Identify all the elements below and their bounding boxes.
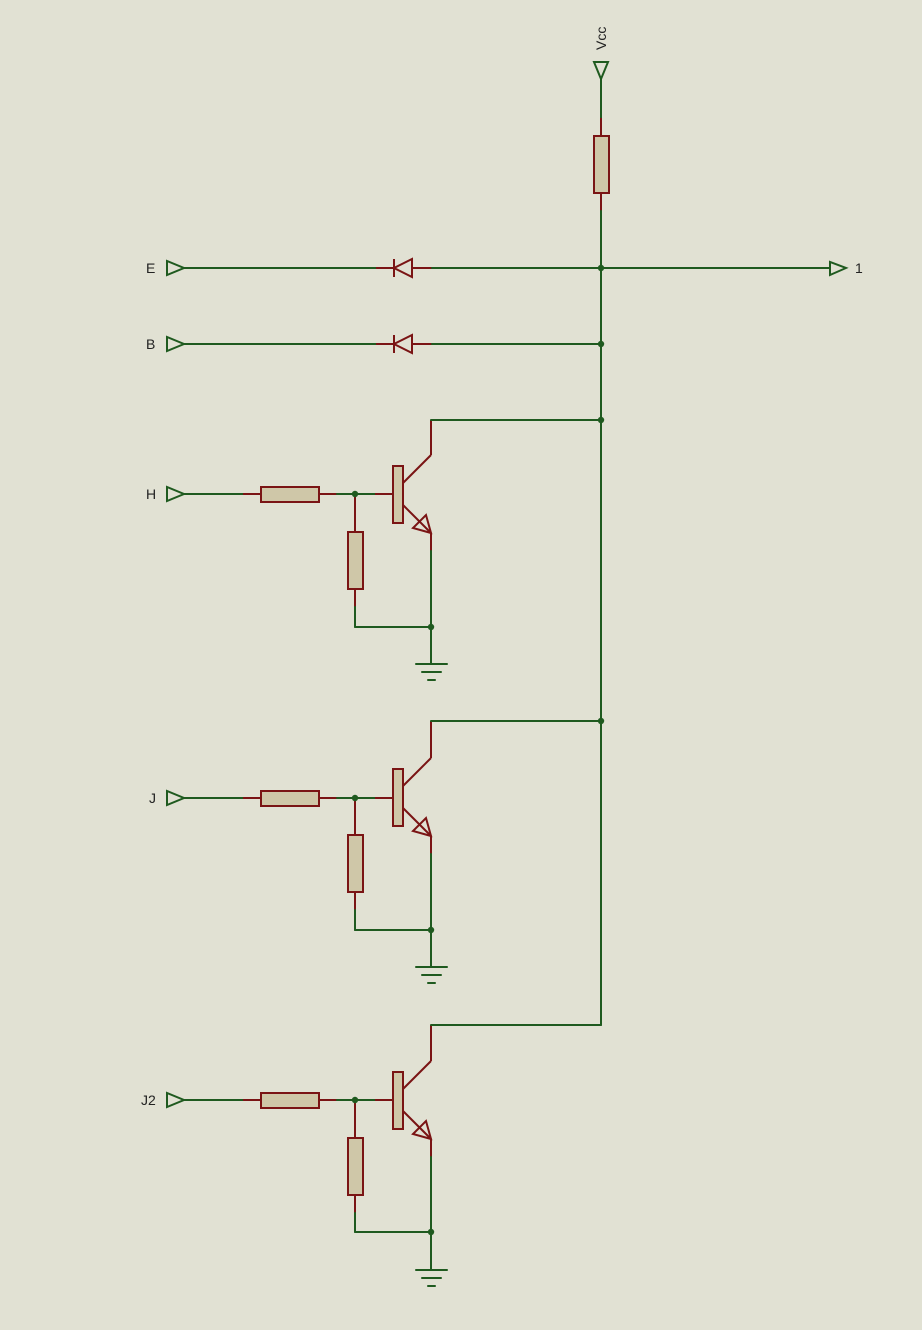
output-terminal-arrow [829,260,849,277]
input-label-h: H [146,486,156,502]
pulldown-resistor [347,495,364,607]
transistor-stage-j: J [149,717,605,984]
diode-b [376,333,432,355]
diode-input-e: E [146,257,602,279]
ground-symbol [415,966,448,984]
pulldown-resistor [347,1101,364,1213]
input-label-e: E [146,260,155,276]
input-label-b: B [146,336,155,352]
npn-transistor [375,420,433,551]
diode-input-b: B [146,333,602,355]
ground-symbol [415,1269,448,1287]
vcc-terminal: Vcc [592,27,610,82]
junction-dot [597,264,605,272]
diode-e [376,257,432,279]
vcc-terminal-arrow [592,61,610,82]
vcc-label: Vcc [593,27,609,50]
pulldown-resistor [347,799,364,910]
input-label-j: J [149,790,156,806]
transistor-stage-h: H [146,416,605,681]
input-terminal-arrow [166,335,187,353]
input-terminal-arrow [166,1091,187,1109]
ground-symbol [415,663,448,681]
input-label-j2: J2 [141,1092,156,1108]
input-terminal-arrow [166,789,187,807]
pullup-resistor [593,118,610,211]
base-resistor [243,790,337,807]
npn-transistor [375,1025,433,1157]
input-terminal-arrow [166,485,187,503]
junction-dot [597,340,605,348]
base-resistor [243,1092,337,1109]
transistor-stage-j2: J2 [141,1024,602,1287]
input-terminal-arrow [166,259,187,277]
base-resistor [243,486,337,503]
output-label: 1 [855,260,863,276]
npn-transistor [375,721,433,854]
